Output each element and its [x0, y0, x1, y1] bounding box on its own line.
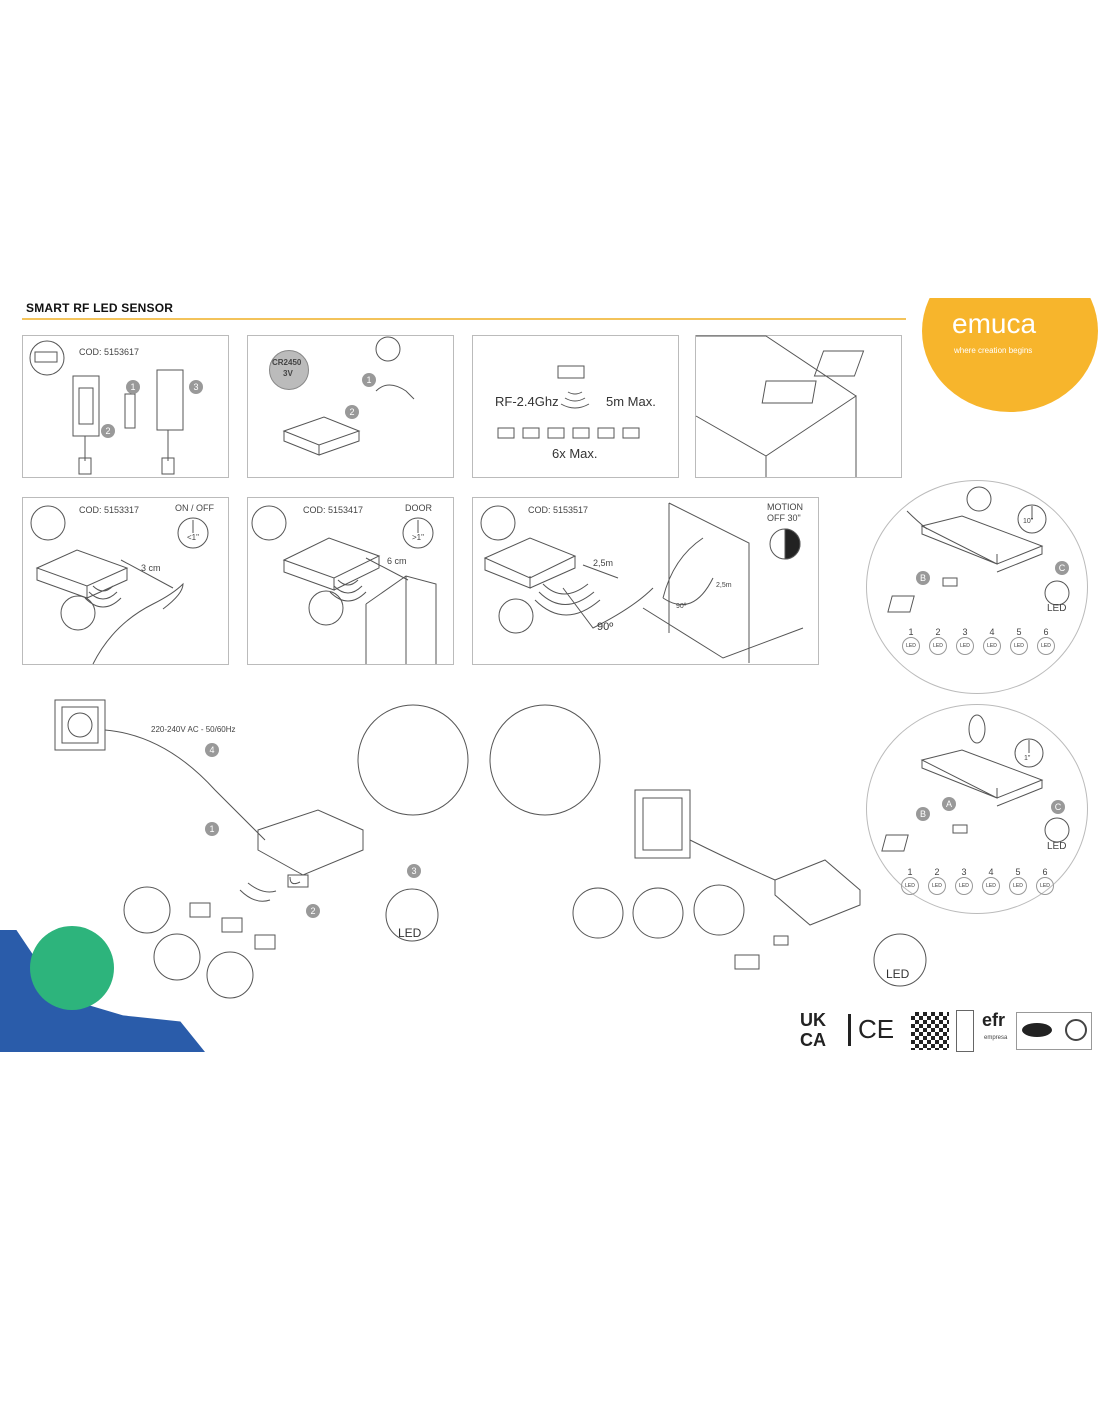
efr-subtitle: empresa [984, 1035, 1008, 1041]
er-cert-badge [956, 1010, 974, 1052]
step-1: 1 [126, 380, 140, 394]
distance-label: 2,5m [593, 558, 614, 568]
panel-hand-sensor: COD: 5153317 ON / OFF <1" 3 cm [22, 497, 229, 665]
panel-motion-sensor: MOTION OFF 30" COD: 5153517 2,5m 90º 2,5… [472, 497, 819, 665]
mode-label: MOTION OFF 30" [767, 502, 803, 523]
product-code: COD: 5153517 [528, 505, 589, 515]
battery-voltage: 3V [283, 369, 293, 378]
product-code: COD: 5153417 [303, 505, 364, 515]
led-label-2: LED [886, 967, 910, 981]
decorative-green-circle [30, 926, 114, 1010]
time-label: >1" [412, 533, 424, 542]
angle-label-2: 90º [676, 603, 687, 610]
qr-code [911, 1012, 949, 1050]
brand-name: emuca [952, 308, 1037, 339]
led-label: LED [1047, 841, 1067, 852]
step-2: 2 [306, 904, 320, 918]
ukca-mark: UK CA [800, 1010, 826, 1050]
cert-divider [848, 1014, 851, 1046]
time-label: <1" [187, 533, 199, 542]
distance-label: 3 cm [141, 563, 161, 573]
brand-tagline: where creation begins [954, 346, 1033, 355]
step-1: 1 [205, 822, 219, 836]
label-c: C [1055, 561, 1069, 575]
distance-label: 6 cm [387, 556, 407, 566]
time-label: 10" [1023, 518, 1034, 525]
cert-seal-2 [1065, 1019, 1087, 1041]
ce-mark: CE [858, 1014, 895, 1044]
page-title: SMART RF LED SENSOR [26, 301, 174, 315]
voltage-label: 220-240V AC - 50/60Hz [151, 725, 236, 734]
angle-label: 90º [597, 621, 614, 633]
cert-badges [1016, 1012, 1092, 1050]
label-a: A [942, 797, 956, 811]
label-b: B [916, 807, 930, 821]
panel-sensor-mount: COD: 5153617 1 2 3 [22, 335, 229, 478]
panel-rf: RF-2.4Ghz 5m Max. 6x Max. [472, 335, 679, 478]
step-3: 3 [189, 380, 203, 394]
step-2: 2 [345, 405, 359, 419]
panel-door-sensor: COD: 5153417 DOOR >1" 6 cm [247, 497, 454, 665]
step-2: 2 [101, 424, 115, 438]
led-label: LED [1047, 603, 1067, 614]
product-code: COD: 5153317 [79, 505, 140, 515]
battery-type: CR2450 [272, 358, 302, 367]
step-1: 1 [362, 373, 376, 387]
step-3: 3 [407, 864, 421, 878]
rf-range: 5m Max. [606, 394, 656, 409]
max-sensors: 6x Max. [552, 446, 598, 461]
panel-cabinet-mount [695, 335, 902, 478]
battery-icon [269, 350, 309, 390]
rf-frequency: RF-2.4Ghz [495, 394, 559, 409]
time-label: 1" [1024, 755, 1031, 762]
efr-logo: efr [982, 1010, 1006, 1030]
product-code: COD: 5153617 [79, 347, 140, 357]
mode-label: ON / OFF [175, 503, 214, 513]
mode-label: DOOR [405, 503, 432, 513]
title-divider [22, 318, 906, 320]
step-4: 4 [205, 743, 219, 757]
label-b: B [916, 571, 930, 585]
label-c: C [1051, 800, 1065, 814]
led-label: LED [398, 926, 422, 940]
height-label: 2,5m [716, 582, 732, 589]
panel-battery: CR2450 3V 1 2 [247, 335, 454, 478]
cert-seal-1 [1022, 1023, 1052, 1037]
